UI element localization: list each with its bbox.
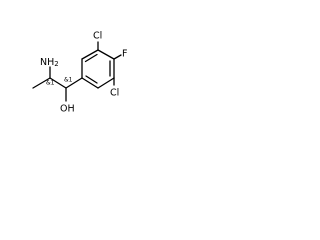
bond-ca-cb (49, 77, 67, 89)
bond-cb-ring (65, 77, 83, 89)
atom-label-chlorine-top: Cl (93, 31, 102, 42)
bonds (32, 41, 122, 102)
ring-bond-6 (81, 77, 99, 89)
ring-bond-3 (97, 49, 115, 60)
bond-methyl (32, 77, 51, 89)
atom-label-hydroxyl: OH (60, 104, 75, 115)
atom-label-amine: NH2 (40, 57, 59, 69)
stereo-mark-cb: &1 (64, 77, 73, 84)
molecule-structure: NH2 OH Cl F Cl &1 &1 (32, 31, 127, 115)
atom-label-fluorine: F (122, 49, 127, 60)
ring-double-1 (84, 53, 98, 63)
ring-bond-2 (81, 49, 99, 60)
bond-f (113, 54, 122, 60)
atom-labels: NH2 OH Cl F Cl (40, 31, 127, 115)
atom-label-chlorine-bottom: Cl (110, 88, 119, 99)
stereo-annotations: &1 &1 (46, 77, 73, 87)
ring-bond-5 (97, 77, 115, 89)
stereo-mark-ca: &1 (46, 80, 55, 87)
ring-double-3 (85, 75, 98, 84)
